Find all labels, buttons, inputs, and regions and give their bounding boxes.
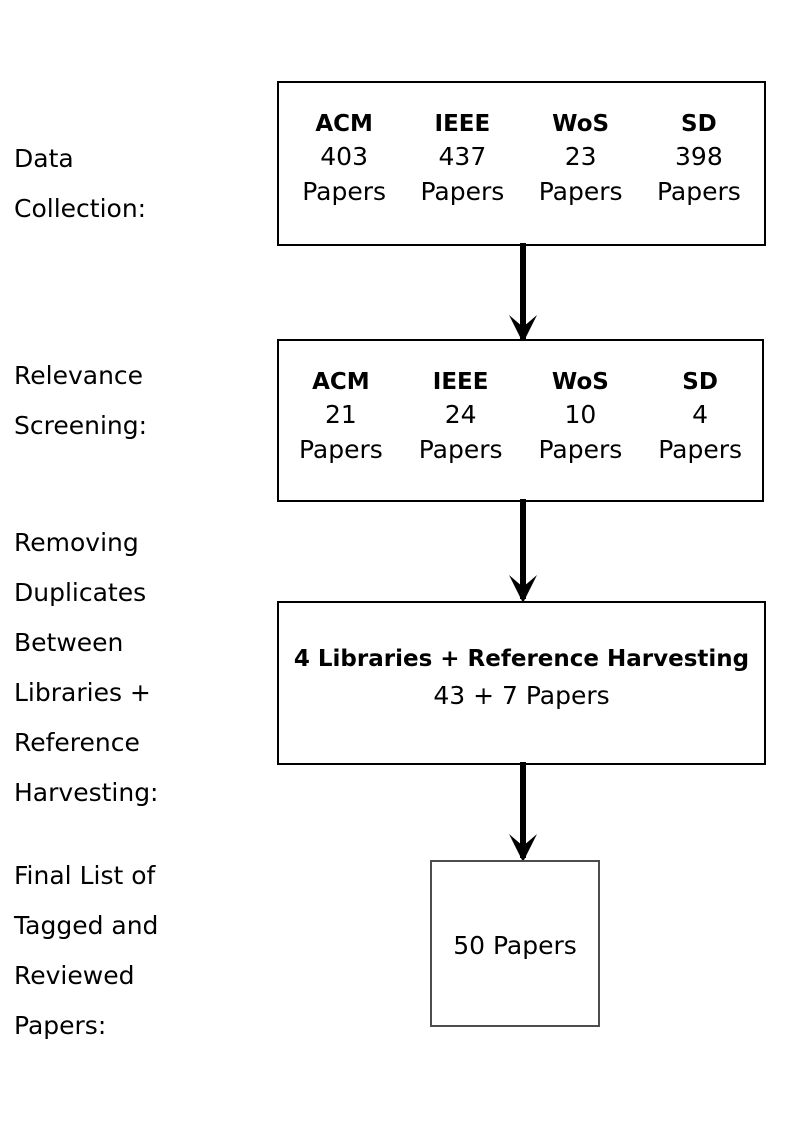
data-collection-source-grid: ACM 403 Papers IEEE 437 Papers WoS 23 Pa…: [279, 109, 764, 209]
down-arrow-icon: [509, 243, 537, 343]
source-name: SD: [681, 111, 717, 137]
down-arrow-icon: [509, 499, 537, 603]
source-unit: Papers: [302, 177, 387, 206]
arrow-screening-to-merge: [507, 499, 539, 603]
stage-label-removing-duplicates: Removing Duplicates Between Libraries + …: [14, 528, 159, 807]
relevance-screening-source-grid: ACM 21 Papers IEEE 24 Papers WoS 10 Pape…: [279, 367, 762, 467]
source-count: 21: [324, 400, 357, 429]
source-column-wos: WoS 10 Papers: [521, 367, 641, 467]
data-collection-box: ACM 403 Papers IEEE 437 Papers WoS 23 Pa…: [277, 81, 766, 246]
source-column-acm: ACM 21 Papers: [281, 367, 401, 467]
down-arrow-icon: [509, 762, 537, 862]
source-name: WoS: [552, 111, 610, 137]
source-count: 24: [444, 400, 477, 429]
source-column-sd: SD 4 Papers: [640, 367, 760, 467]
source-column-wos: WoS 23 Papers: [522, 109, 640, 209]
source-column-sd: SD 398 Papers: [640, 109, 758, 209]
source-count: 10: [564, 400, 597, 429]
source-count: 437: [438, 142, 487, 171]
final-list-box: 50 Papers: [430, 860, 600, 1027]
source-unit: Papers: [298, 435, 383, 464]
source-unit: Papers: [538, 435, 623, 464]
merge-dedup-box: 4 Libraries + Reference Harvesting 43 + …: [277, 601, 766, 765]
source-column-acm: ACM 403 Papers: [285, 109, 403, 209]
merge-box-title: 4 Libraries + Reference Harvesting: [293, 646, 750, 672]
stage-label-final-list: Final List of Tagged and Reviewed Papers…: [14, 861, 159, 1040]
source-count: 4: [692, 400, 709, 429]
relevance-screening-box: ACM 21 Papers IEEE 24 Papers WoS 10 Pape…: [277, 339, 764, 502]
source-name: IEEE: [432, 369, 489, 395]
source-count: 398: [675, 142, 723, 171]
source-unit: Papers: [418, 435, 503, 464]
source-name: SD: [682, 369, 718, 395]
stage-label-data-collection: Data Collection:: [14, 144, 147, 223]
source-name: ACM: [312, 369, 370, 395]
source-column-ieee: IEEE 24 Papers: [401, 367, 521, 467]
source-count: 23: [564, 142, 597, 171]
merge-box-content: 4 Libraries + Reference Harvesting 43 + …: [293, 639, 750, 713]
arrow-merge-to-final: [507, 762, 539, 862]
merge-box-count: 43 + 7 Papers: [433, 681, 610, 710]
source-unit: Papers: [538, 177, 623, 206]
source-unit: Papers: [658, 435, 743, 464]
arrow-collection-to-screening: [507, 243, 539, 343]
stage-label-relevance-screening: Relevance Screening:: [14, 361, 148, 440]
source-unit: Papers: [420, 177, 505, 206]
source-name: WoS: [551, 369, 609, 395]
source-column-ieee: IEEE 437 Papers: [403, 109, 521, 209]
source-name: ACM: [315, 111, 373, 137]
source-name: IEEE: [434, 111, 491, 137]
final-box-count: 50 Papers: [453, 931, 577, 960]
source-unit: Papers: [656, 177, 741, 206]
source-count: 403: [320, 142, 368, 171]
